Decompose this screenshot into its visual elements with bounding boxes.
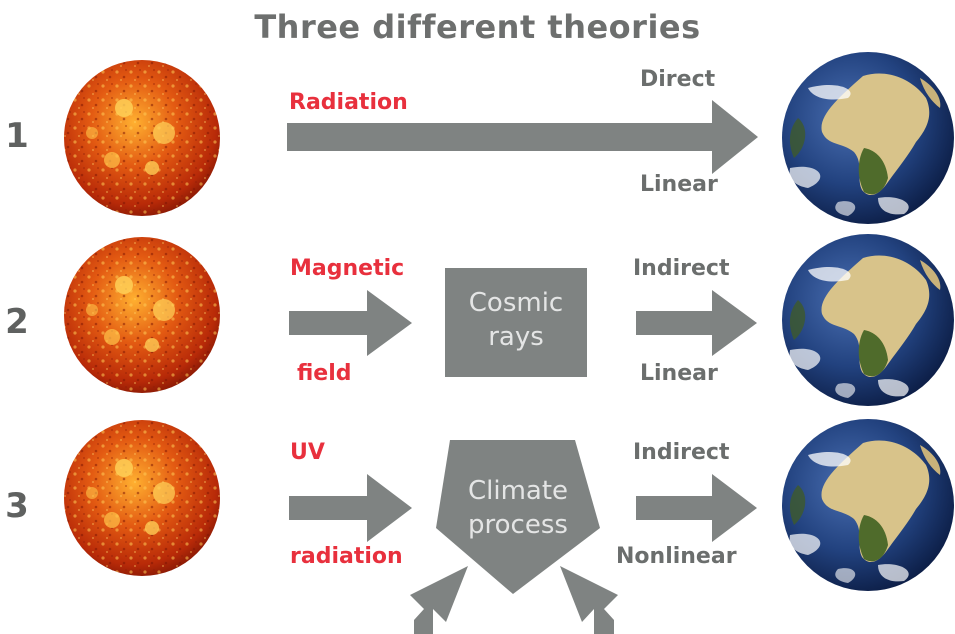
sun-icon-2 [64, 237, 220, 393]
arrow-uv-to-climate-process [289, 474, 412, 542]
label-linear-2: Linear [640, 361, 718, 386]
climate-process-pentagon [436, 440, 600, 594]
arrow-climate-process-to-earth [636, 474, 757, 542]
label-radiation-uv: radiation [290, 544, 403, 569]
label-field: field [297, 361, 352, 386]
row-number-1: 1 [5, 116, 29, 156]
label-indirect-3: Indirect [633, 440, 730, 465]
cosmic-rays-line-2: rays [488, 322, 544, 352]
climate-process-line-2: process [468, 510, 568, 540]
earth-icon-3 [782, 419, 954, 591]
row-number-3: 3 [5, 486, 29, 526]
label-radiation: Radiation [289, 90, 408, 115]
arrow-radiation-direct [287, 100, 758, 174]
cosmic-rays-text: Cosmic rays [445, 286, 587, 354]
arrow-cosmic-rays-to-earth [636, 290, 757, 356]
sun-icon-3 [64, 420, 220, 576]
climate-process-line-1: Climate [467, 476, 569, 506]
earth-icon-2 [782, 234, 954, 406]
label-nonlinear: Nonlinear [616, 544, 737, 569]
page-title: Three different theories [254, 8, 701, 46]
label-indirect-2: Indirect [633, 256, 730, 281]
cosmic-rays-line-1: Cosmic [468, 288, 564, 318]
label-direct: Direct [640, 67, 716, 92]
sun-icon-1 [64, 60, 220, 216]
label-uv: UV [290, 440, 325, 465]
label-magnetic: Magnetic [290, 256, 405, 281]
row-number-2: 2 [5, 302, 29, 342]
cosmic-rays-box [445, 268, 587, 377]
climate-process-text: Climate process [436, 474, 600, 542]
earth-icon-1 [782, 52, 954, 224]
arrow-feedback-right [560, 566, 618, 634]
arrow-feedback-left [410, 566, 468, 634]
arrow-magnetic-to-cosmic-rays [289, 290, 412, 356]
label-linear-1: Linear [640, 172, 718, 197]
